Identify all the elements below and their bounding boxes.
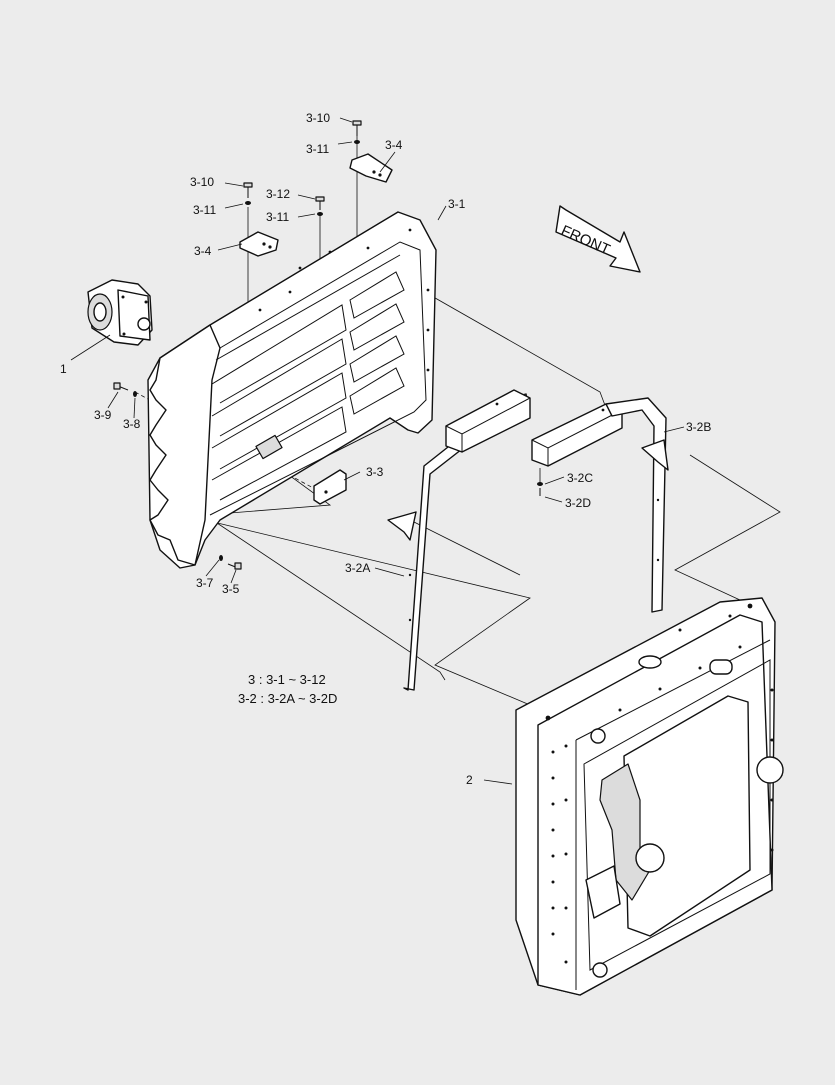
label-part-3-2d: 3-2D	[565, 496, 591, 510]
label-part-3-12: 3-12	[266, 187, 290, 201]
label-part-3-4-left: 3-4	[194, 244, 212, 258]
label-part-3-11-left: 3-11	[193, 203, 216, 217]
callout-leaders	[70, 117, 685, 785]
label-part-3-1: 3-1	[448, 197, 466, 211]
label-part-1: 1	[60, 362, 67, 376]
label-part-3-10-top: 3-10	[306, 111, 330, 125]
label-part-3-4-right: 3-4	[385, 138, 403, 152]
label-part-3-2c: 3-2C	[567, 471, 593, 485]
assembly-legend: 3 : 3-1 ~ 3-12 3-2 : 3-2A ~ 3-2D	[238, 672, 337, 706]
front-direction-arrow: FRONT	[555, 205, 641, 273]
label-part-3-11-top: 3-11	[306, 142, 329, 156]
label-part-2: 2	[466, 773, 473, 787]
radiator-part-2	[515, 597, 784, 996]
label-part-3-8: 3-8	[123, 417, 141, 431]
hydraulic-pump-part-1	[87, 279, 153, 346]
guard-frame-part-3-1	[147, 211, 437, 569]
legend-line-2: 3-2 : 3-2A ~ 3-2D	[238, 691, 337, 706]
bracket-part-3-4-left	[239, 231, 279, 257]
bracket-part-3-4-right	[349, 153, 393, 183]
part-number-labels: 1 2 3-1 3-2A 3-2B 3-2C 3-2D 3-3 3-4 3-4 …	[60, 111, 711, 787]
support-part-3-2b	[531, 397, 669, 613]
bolts-and-washers	[113, 120, 543, 570]
label-part-3-11-mid: 3-11	[266, 210, 289, 224]
label-part-3-7: 3-7	[196, 576, 214, 590]
label-part-3-5: 3-5	[222, 582, 240, 596]
label-part-3-2a: 3-2A	[345, 561, 370, 575]
label-part-3-9: 3-9	[94, 408, 112, 422]
label-part-3-2b: 3-2B	[686, 420, 711, 434]
label-part-3-3: 3-3	[366, 465, 384, 479]
bracket-part-3-3	[313, 469, 347, 505]
support-part-3-2a	[387, 389, 531, 691]
legend-line-1: 3 : 3-1 ~ 3-12	[248, 672, 326, 687]
label-part-3-10-left: 3-10	[190, 175, 214, 189]
